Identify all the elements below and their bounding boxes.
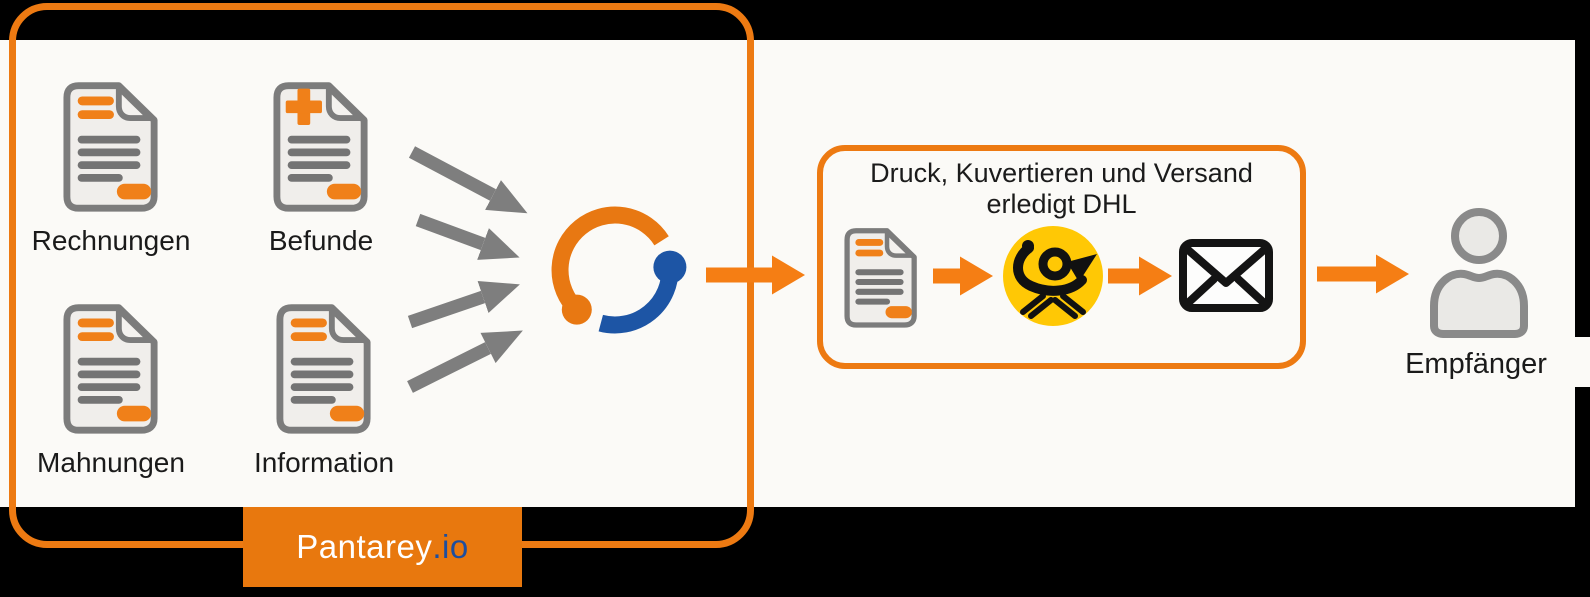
source-doc-information: Information [235, 302, 413, 479]
recipient-label: Empfänger [1405, 348, 1547, 380]
envelope-icon [1179, 239, 1273, 312]
gray-flow-arrow-icon [407, 146, 528, 393]
deutsche-post-logo-icon [1003, 226, 1103, 326]
diagram-background-strip [1575, 337, 1590, 387]
document-label: Rechnungen [31, 225, 191, 256]
document-label: Information [253, 447, 395, 478]
document-label: Mahnungen [37, 447, 185, 478]
source-doc-mahnungen: Mahnungen [22, 302, 200, 479]
document-lines-icon [63, 304, 158, 434]
document-cross-icon [273, 82, 368, 212]
source-doc-rechnungen: Rechnungen [22, 80, 200, 257]
brand-tld: .io [432, 528, 469, 565]
orange-flow-arrow-icon [706, 254, 1409, 296]
brand-name: Pantarey [296, 528, 433, 565]
brand-plate: Pantarey.io [243, 507, 522, 587]
document-lines-icon [63, 82, 158, 212]
document-lines-icon [276, 304, 371, 434]
dhl-box-title-line2: erledigt DHL [986, 189, 1137, 219]
document-label: Befunde [268, 225, 374, 256]
source-doc-befunde: Befunde [232, 80, 410, 257]
dhl-dispatch-box: Druck, Kuvertieren und Versand erledigt … [817, 145, 1306, 369]
document-lines-icon [844, 228, 917, 328]
dhl-box-title-line1: Druck, Kuvertieren und Versand [870, 158, 1253, 188]
pantarey-logo-icon [551, 206, 687, 334]
recipient-person-icon [1430, 208, 1528, 338]
